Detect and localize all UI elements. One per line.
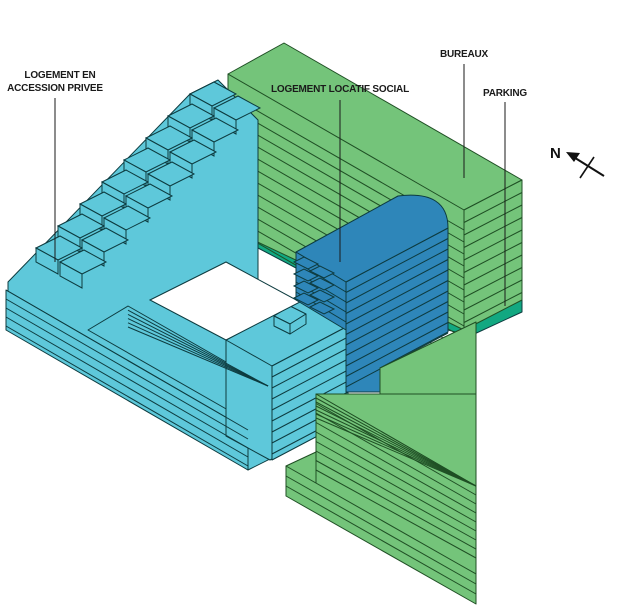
foreground-floor-line: [315, 417, 477, 487]
foreground-floor-line: [315, 413, 477, 487]
accession-floor-line: [127, 309, 269, 387]
accession-floor-line: [271, 369, 349, 411]
accession-floor-line: [271, 358, 349, 400]
accession-floor-line: [5, 289, 249, 431]
foreground-floor-line: [315, 422, 477, 514]
balcony: [308, 265, 336, 279]
foreground-floor-line: [315, 397, 477, 487]
social-floor-line: [345, 311, 449, 367]
terrace-side: [35, 247, 59, 275]
bureaux-floor-line: [463, 242, 523, 273]
foreground-floor-line: [315, 403, 477, 496]
bureaux-floor-line: [463, 279, 523, 311]
balcony: [308, 277, 336, 291]
bureaux-floor-line: [463, 192, 523, 223]
foreground-floor-line: [315, 401, 477, 487]
social-tower-balconies: [292, 256, 336, 315]
social-floor-line: [345, 301, 449, 356]
accession-floor-line: [127, 313, 269, 387]
bureaux-floor-line: [463, 204, 523, 236]
terrace-side: [59, 261, 83, 289]
social-floor-line: [345, 280, 449, 335]
accession-stepped-terraces: [34, 81, 262, 289]
accession-floor-line: [271, 380, 349, 422]
bureaux-floor-line: [463, 254, 523, 286]
foreground-floor-line: [315, 412, 477, 505]
bureaux-foreground-block: [285, 321, 477, 605]
label-bureaux: BUREAUX: [440, 49, 489, 178]
accession-floor-line: [5, 298, 249, 440]
label-social-text: LOGEMENT LOCATIF SOCIAL: [271, 84, 409, 95]
accession-floor-line: [5, 307, 249, 449]
north-arrow-cross: [579, 156, 595, 179]
social-floor-line: [345, 238, 449, 293]
label-parking: PARKING: [483, 88, 528, 306]
social-tower-roof: [295, 194, 449, 283]
foreground-floor-line: [315, 469, 477, 559]
balcony: [308, 301, 336, 315]
social-floor-line: [345, 259, 449, 314]
foreground-floor-line: [315, 409, 477, 487]
balcony: [292, 256, 320, 270]
north-arrow-head: [566, 152, 580, 162]
social-floor-line: [345, 248, 449, 304]
accession-building: [5, 79, 349, 471]
accession-floor-line: [271, 347, 349, 389]
social-tower-floor-lines: [295, 238, 449, 388]
label-parking-text: PARKING: [483, 88, 527, 99]
label-social: LOGEMENT LOCATIF SOCIAL: [271, 84, 409, 262]
social-floor-line: [345, 322, 449, 377]
foreground-floor-line: [285, 475, 477, 585]
balcony: [292, 292, 320, 306]
accession-floor-line: [127, 326, 269, 387]
label-bureaux-text: BUREAUX: [440, 49, 489, 60]
balcony: [292, 268, 320, 282]
foreground-floor-line: [285, 485, 477, 595]
north-arrow: N: [550, 145, 605, 179]
foreground-floor-line: [315, 460, 477, 550]
balcony: [308, 289, 336, 303]
north-label: N: [550, 145, 561, 162]
accession-floor-line: [5, 316, 249, 458]
accession-floor-line: [271, 336, 349, 378]
accession-floor-line: [5, 325, 249, 467]
accession-floor-line: [127, 322, 269, 387]
foreground-floor-line: [315, 405, 477, 487]
rooftop-box-front: [289, 313, 307, 335]
bureaux-floor-line: [463, 217, 523, 248]
foreground-floor-line: [315, 431, 477, 523]
bureaux-floor-line: [463, 292, 523, 323]
label-accession-line1: LOGEMENT EN: [24, 70, 95, 81]
label-accession: LOGEMENT EN ACCESSION PRIVEE: [7, 70, 104, 262]
accession-floor-line: [127, 318, 269, 387]
social-floor-line: [345, 269, 449, 325]
foreground-floor-line: [315, 441, 477, 532]
foreground-floor-line: [315, 450, 477, 541]
bureaux-floor-line: [463, 229, 523, 261]
balcony: [292, 280, 320, 294]
social-floor-line: [345, 290, 449, 346]
label-accession-line2: ACCESSION PRIVEE: [7, 83, 103, 94]
bureaux-floor-line: [463, 267, 523, 298]
foreground-floor-lines: [285, 397, 477, 595]
